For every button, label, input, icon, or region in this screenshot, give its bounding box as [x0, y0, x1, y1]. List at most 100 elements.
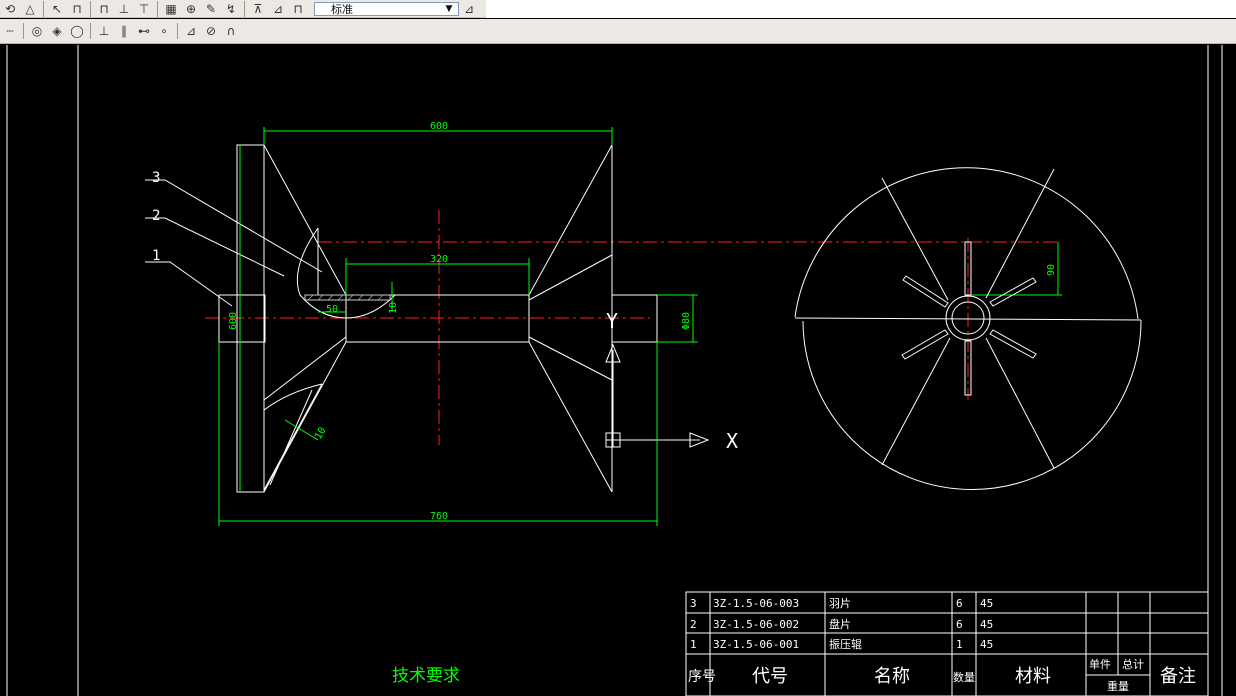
- leader-icon[interactable]: ⊤: [138, 1, 150, 16]
- left-hub: [218, 294, 266, 343]
- dim-override-icon[interactable]: ⊿: [272, 1, 284, 16]
- dim-top-text: 600: [430, 121, 448, 132]
- pointer-icon[interactable]: ↖: [51, 1, 63, 16]
- left-cone-bottom: [263, 341, 347, 493]
- dim-continue-icon[interactable]: ⊥: [118, 1, 130, 16]
- hatch-line: [377, 294, 384, 301]
- tolerance-icon[interactable]: ▦: [165, 1, 177, 16]
- spoke-top: [964, 241, 972, 296]
- snap-insert-icon[interactable]: ⊷: [138, 24, 150, 38]
- right-cone-inner-bottom: [528, 336, 613, 381]
- tb-row-code: 3Z-1.5-06-003: [713, 597, 799, 610]
- dim-style-manager-icon[interactable]: ⊿: [463, 1, 475, 16]
- front-split-line: [794, 317, 1142, 321]
- lower-blade-edge2: [269, 389, 313, 486]
- toolbar-top: ⟲ △ ↖ ⊓ ⊓ ⊥ ⊤ ▦ ⊕ ✎ ↯ ⊼ ⊿ ⊓ 标准 ▼ ⊿: [0, 0, 1236, 18]
- upper-blade-arc: [296, 227, 396, 319]
- tb-row-material: 45: [980, 638, 993, 651]
- left-disc: [236, 144, 265, 493]
- snap-perpendicular-icon[interactable]: ⊥: [98, 24, 110, 38]
- ucs-x-arrow: [689, 432, 710, 448]
- ucs-y-label: Y: [606, 309, 618, 333]
- ucs-y-arrow: [605, 343, 621, 363]
- leader-3: [145, 179, 323, 273]
- drawing-canvas[interactable]: X Y 600 320 600 760 Φ80 90 50 10 10 3 2: [0, 45, 1236, 696]
- spoke-bottom: [964, 340, 972, 396]
- tb-row-qty: 6: [956, 618, 963, 631]
- title-block: [685, 591, 1209, 696]
- callout-3: 3: [152, 170, 160, 186]
- blade-line: [985, 337, 1055, 469]
- front-lower-half: [802, 319, 1142, 490]
- toolbar-empty-area: [486, 0, 1236, 18]
- hatch-line: [317, 294, 324, 301]
- tb-header-code: 代号: [752, 666, 788, 687]
- dim-style-icon[interactable]: ⊓: [293, 1, 303, 16]
- blade-line: [985, 168, 1055, 299]
- dim-update-icon[interactable]: ⊼: [253, 1, 263, 16]
- dim-10b-text: 10: [313, 426, 329, 442]
- spoke-lower-left: [901, 329, 949, 360]
- left-cone-top: [263, 144, 347, 296]
- hatch-line: [357, 294, 364, 301]
- toolbar-separator: [90, 0, 91, 17]
- dim-10b-line: [284, 419, 319, 441]
- upper-blade-edge: [317, 228, 346, 296]
- hub-outer: [945, 295, 991, 341]
- dim-text-edit-icon[interactable]: ↯: [225, 1, 237, 16]
- snap-center-icon[interactable]: ◎: [31, 24, 43, 38]
- callout-2: 2: [152, 208, 160, 224]
- callout-1: 1: [152, 248, 160, 264]
- toolbar-osnap: ┄ ◎ ◈ ◯ ⊥ ∥ ⊷ ∘ ⊿ ⊘ ∩: [0, 19, 1236, 44]
- tb-row-no: 3: [690, 597, 697, 610]
- toolbar-separator: [23, 23, 24, 39]
- dim-style-combo[interactable]: 标准 ▼: [314, 1, 459, 16]
- tb-row-material: 45: [980, 597, 993, 610]
- dim-baseline-icon[interactable]: ⊓: [99, 1, 109, 16]
- tech-requirements-title: 技术要求: [392, 666, 460, 686]
- snap-tangent-icon[interactable]: ◯: [70, 24, 84, 38]
- hatch-line: [347, 294, 354, 301]
- triangle-icon[interactable]: △: [25, 1, 35, 16]
- dim-50-text: 50: [326, 304, 338, 315]
- tb-row-qty: 6: [956, 597, 963, 610]
- dim-total-text: 760: [430, 511, 448, 522]
- toolbar-separator: [43, 0, 44, 17]
- front-upper-half: [794, 167, 1139, 320]
- chevron-down-icon[interactable]: ▼: [445, 4, 453, 14]
- center-mark-icon[interactable]: ⊕: [185, 1, 197, 16]
- hatch-line: [327, 294, 334, 301]
- dim-edit-icon[interactable]: ✎: [205, 1, 217, 16]
- tb-row-name: 盘片: [829, 617, 851, 631]
- dim-linear-icon[interactable]: ⊓: [72, 1, 82, 16]
- lower-blade-edge: [263, 383, 323, 491]
- snap-quadrant-icon[interactable]: ◈: [52, 24, 62, 38]
- toolbar-separator: [177, 23, 178, 39]
- dim-inner-text: 320: [430, 254, 448, 265]
- hatch-line: [307, 294, 314, 301]
- snap-settings-icon[interactable]: ∩: [226, 24, 236, 38]
- hub-inner: [951, 301, 985, 335]
- spoke-lower-right: [989, 329, 1037, 359]
- snap-nearest-icon[interactable]: ⊿: [185, 24, 197, 38]
- snap-parallel-icon[interactable]: ∥: [121, 24, 127, 38]
- blade-line: [881, 337, 951, 466]
- tb-row-code: 3Z-1.5-06-002: [713, 618, 799, 631]
- snap-from-icon[interactable]: ┄: [6, 24, 14, 38]
- tb-header-total: 总计: [1122, 657, 1144, 671]
- dim-style-value: 标准: [331, 2, 353, 16]
- right-cone-top: [528, 144, 613, 296]
- tb-header-weight: 重量: [1107, 679, 1129, 693]
- snap-node-icon[interactable]: ∘: [160, 24, 168, 38]
- tb-header-no: 序号: [688, 669, 716, 685]
- tb-header-material: 材料: [1015, 666, 1051, 687]
- dim-90-text: 90: [1046, 264, 1057, 276]
- snap-none-icon[interactable]: ⊘: [205, 24, 217, 38]
- redo-icon[interactable]: ⟲: [4, 1, 16, 16]
- lower-blade-arc: [263, 383, 323, 411]
- weld-hatch: [304, 294, 391, 301]
- tb-row-qty: 1: [956, 638, 963, 651]
- tb-row-material: 45: [980, 618, 993, 631]
- leader-1: [145, 261, 233, 307]
- blade-line: [881, 177, 949, 301]
